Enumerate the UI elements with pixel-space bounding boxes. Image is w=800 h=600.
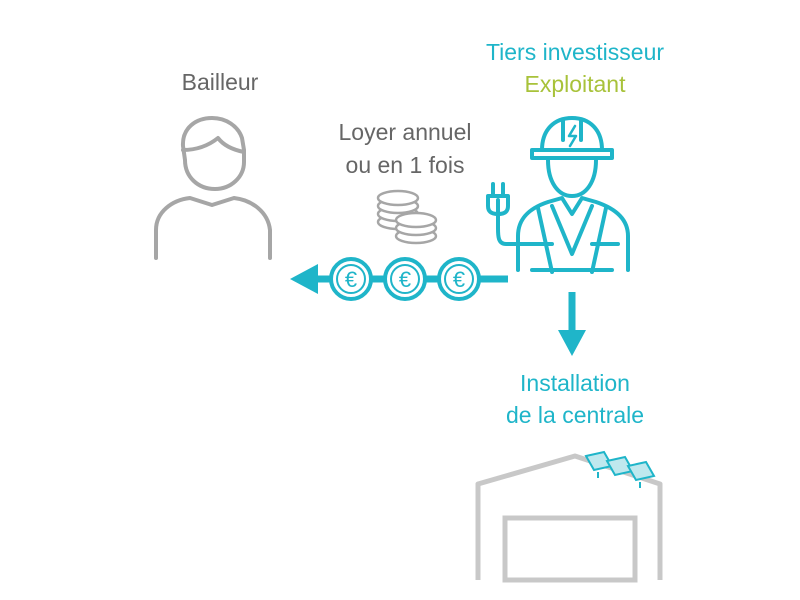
warehouse-with-solar-panels-icon: [475, 450, 663, 583]
installation-label: Installation de la centrale: [460, 367, 690, 431]
worker-with-hardhat-icon: [486, 116, 630, 274]
person-icon: [154, 116, 272, 260]
euro-coin-icon: €: [329, 257, 373, 301]
rent-label: Loyer annuel ou en 1 fois: [315, 116, 495, 182]
installation-label-line1: Installation: [520, 370, 630, 396]
euro-coin-icon: €: [437, 257, 481, 301]
rent-label-line2: ou en 1 fois: [345, 152, 465, 178]
investor-title: Tiers investisseur: [485, 39, 665, 65]
installation-arrow: [558, 292, 586, 356]
landlord-label: Bailleur: [181, 69, 259, 95]
rent-label-line1: Loyer annuel: [338, 119, 472, 145]
euro-coin-icon: €: [383, 257, 427, 301]
euro-symbol: €: [399, 267, 411, 292]
euro-symbol: €: [453, 267, 465, 292]
coins-stack-icon: [376, 189, 438, 245]
operator-title: Exploitant: [524, 71, 626, 97]
installation-label-line2: de la centrale: [505, 402, 645, 428]
euro-symbol: €: [345, 267, 357, 292]
